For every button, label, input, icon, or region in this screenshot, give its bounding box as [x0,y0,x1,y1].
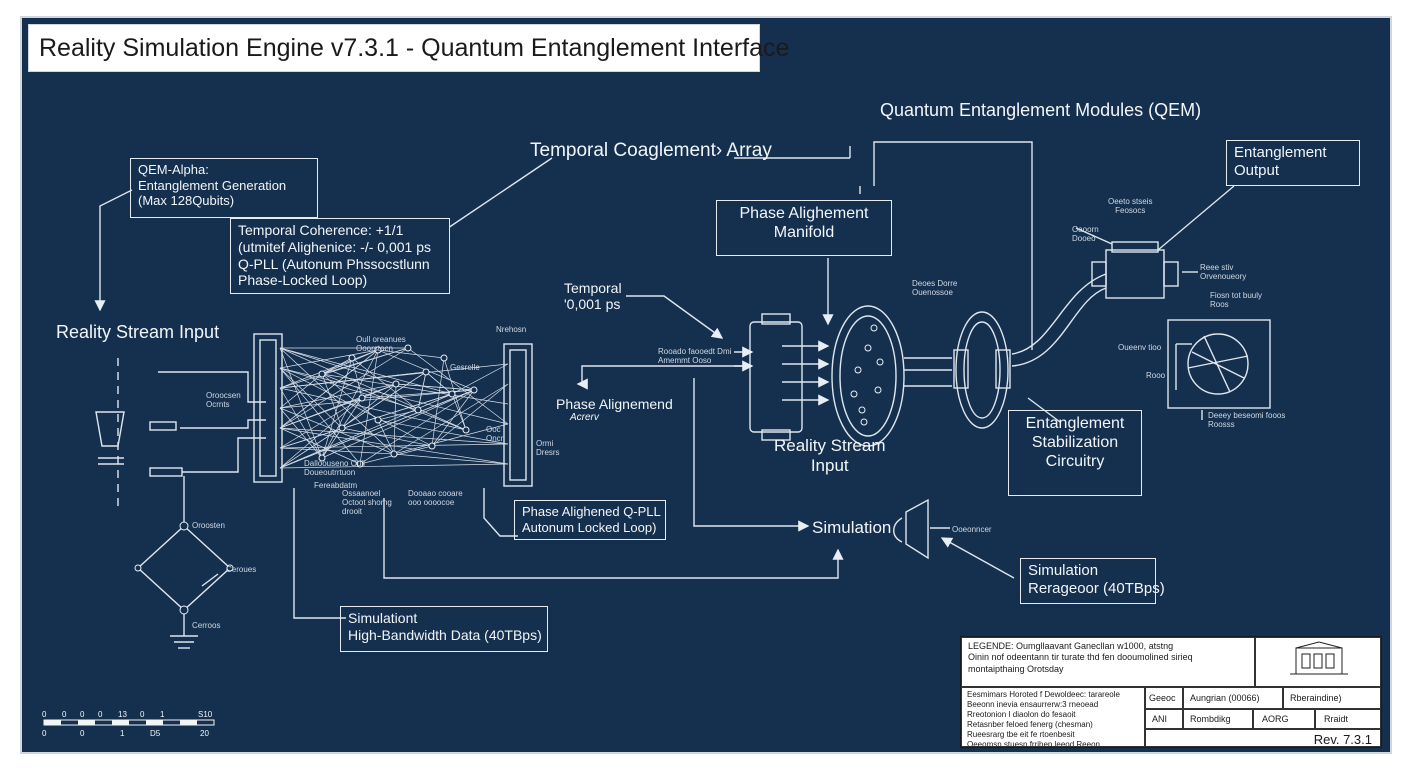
tiny-out-right: Reee stiv Orvenoueory [1200,263,1247,281]
phase-alignment-sub: Acrerv [570,412,599,423]
tiny-out-top: Oeeto stseis Feosocs [1108,197,1153,215]
page-title: Reality Simulation Engine v7.3.1 - Quant… [39,34,790,62]
tiny-mesh-bot1: Dalloouseno Oull Doueoutrrtuon [304,459,365,477]
mesh-node [374,416,382,424]
tiny-pm-left: Rooado faooedt Dmi Amemmt Ooso [658,347,732,365]
mesh-node [358,394,366,402]
tiny-circ-left2: Rooo [1146,371,1166,380]
temporal-coherence-box: Temporal Coherence: +1/1 (utmitef Alighe… [230,218,450,294]
reality-stream-input-left: Reality Stream Input [56,322,220,342]
tiny-mesh-top: Oull oreanues Ooorstocn [356,335,406,353]
mesh-node [422,368,430,376]
mesh-node [470,386,478,394]
mesh-node [338,424,346,432]
legend-c4: ANI [1145,709,1183,729]
mesh-node [404,344,412,352]
schematic-lines [94,141,1271,649]
mesh-node [356,460,364,468]
tiny-circ-bottom: Deeey beseomi fooos Roosss [1208,411,1286,429]
scale-tick-bottom: 0 [80,729,85,738]
tiny-out-left: Oaoorn Dooeo [1072,225,1099,243]
simulation-label: Simulation [812,518,892,537]
tiny-q-right: Ormi Dresrs [536,439,560,457]
legend-c1: Geeoc [1145,687,1183,709]
scale-tick-top: 0 [80,710,85,719]
tiny-cerroos: Cerroos [192,621,221,630]
scale-tick-top: 0 [42,710,47,719]
qem-alpha-box: QEM-Alpha: Entanglement Generation (Max … [130,158,318,218]
scale-tick-top: 0 [98,710,103,719]
scale-tick-top: S10 [198,710,213,719]
legend-table: LEGENDE: Oumgllaavant Ganecllan w1000, a… [960,636,1382,748]
tiny-oroosten: Oroosten [192,521,225,530]
scale-tick-top: 13 [118,710,127,719]
scale-tick-bottom: 0 [42,729,47,738]
legend-logo [1255,637,1381,687]
simulation-reg-box: Simulation Rerageoor (40TBps) [1020,558,1165,604]
tiny-a-left: Oroocsen Ocrnts [206,391,241,409]
entanglement-output-box: Entanglement Output [1226,140,1360,186]
qem-heading: Quantum Entanglement Modules (QEM) [880,100,1202,120]
tiny-circ-top: Fiosn tot buuly Roos [1210,291,1263,309]
tiny-mesh-right: Ooc Oncn [486,425,506,443]
mesh-node [462,426,470,434]
tiny-sim-right: Ooeonncer [952,525,992,534]
legend-c6: AORG [1253,709,1315,729]
phase-aligned-qpll-box: Phase Alighened Q-PLL Autonum Locked Loo… [514,500,666,540]
simulationt-box: Simulationt High-Bandwidth Data (40TBps) [340,606,548,652]
mesh-node [448,390,456,398]
scale-tick-bottom: 1 [120,729,125,738]
legend-c7: Rraidt [1315,709,1381,729]
scale-tick-top: 0 [62,710,67,719]
stabilization-box: Entanglement Stabilization Circuitry [1008,410,1142,496]
scale-tick-bottom: 20 [200,729,209,738]
tca-heading: Temporal Coaglement› Array [530,140,772,161]
logo-icon [1290,641,1348,675]
mesh-node [440,354,448,362]
phase-alignment-label: Phase Alignemend [556,396,673,412]
scale-tick-top: 0 [140,710,145,719]
mesh-node [318,370,326,378]
tiny-ceroues: Ceroues [226,565,257,574]
mesh-node [414,406,422,414]
title-bar: Reality Simulation Engine v7.3.1 - Quant… [28,24,789,72]
tiny-mesh-tl: Nrehosn [496,325,527,334]
tiny-gesrelle: Gesrelle [450,363,480,372]
legend-c2: Aungrian (00066) [1183,687,1283,709]
tiny-mesh-bot4: Dooaao cooare ooo oooocoe [408,489,463,507]
tiny-circ-left: Oueenv tioo [1118,343,1162,352]
legend-head: LEGENDE: Oumgllaavant Ganecllan w1000, a… [961,637,1255,687]
legend-c5: Rombdikg [1183,709,1253,729]
tiny-pm-right: Deoes Dorre Ouenossoe [912,279,958,297]
reality-stream-input-center: Reality Stream Input [774,436,886,475]
mesh-node [318,454,326,462]
mesh-node [374,346,382,354]
legend-body: Eesmimars Horoted f Dewoldeec: tarareole… [961,687,1145,747]
legend-rev: Rev. 7.3.1 [1145,729,1381,747]
scale-tick-top: 1 [160,710,165,719]
tiny-mesh-bot3: Ossaanoel Octoot shomg drooit [342,489,392,516]
phase-manifold-box: Phase Alighement Manifold [716,200,892,256]
legend-c3: Rberaindine) [1283,687,1381,709]
blueprint-canvas: Reality Simulation Engine v7.3.1 - Quant… [20,16,1392,754]
mesh-node [348,354,356,362]
scale-tick-bottom: D5 [150,729,161,738]
tiny-mesh-bot2: Fereabdatm [314,481,358,490]
temporal-note: Temporal '0,001 ps [564,280,622,313]
mesh-node [428,442,436,450]
mesh-node [390,450,398,458]
mesh-node [392,380,400,388]
